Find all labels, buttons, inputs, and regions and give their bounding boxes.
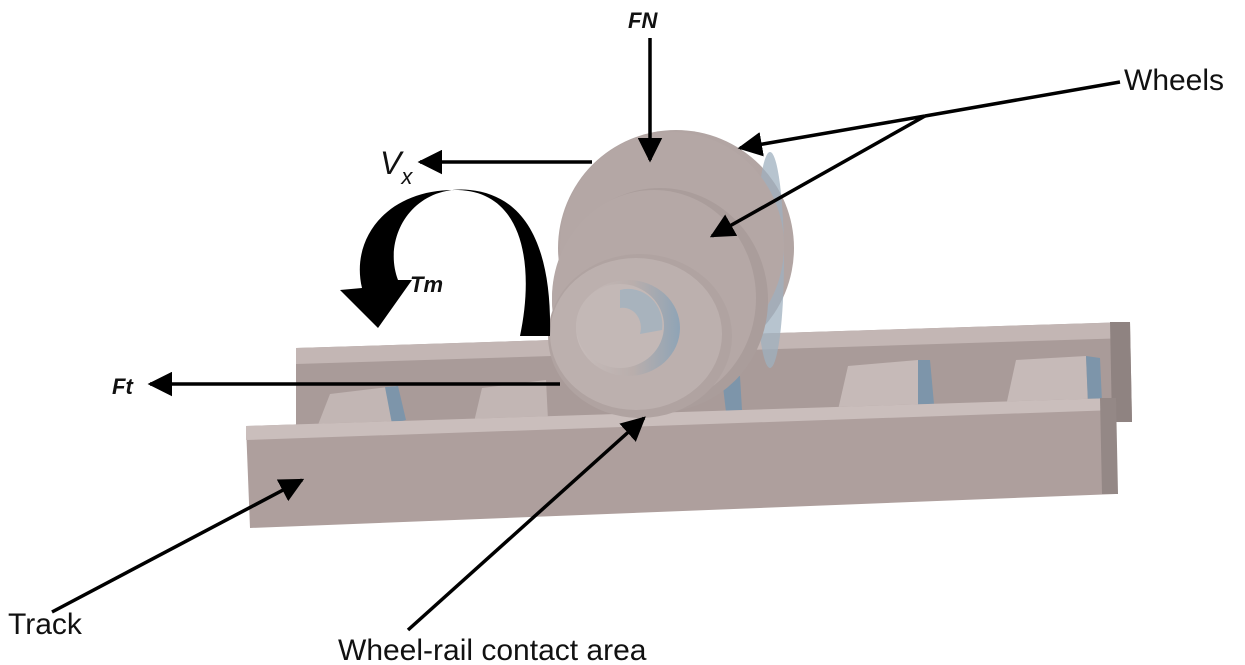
track-sleepers: [316, 356, 1102, 430]
wheels-label: Wheels: [1124, 64, 1224, 97]
velocity-symbol: V: [380, 145, 404, 181]
wheels-leader-rear: [737, 114, 926, 157]
track-leader: [51, 478, 305, 614]
contact-area-leader: [406, 416, 646, 632]
front-rail: [246, 398, 1118, 528]
torque-arrow: [340, 189, 551, 336]
torque-label: Tm: [410, 272, 443, 297]
contact-area-label: Wheel-rail contact area: [338, 634, 647, 665]
wheels-leader-main: [924, 80, 1121, 118]
velocity-subscript: x: [400, 164, 413, 189]
traction-force-label: Ft: [112, 374, 134, 399]
wheels-leader-middle: [709, 114, 926, 238]
velocity-label: Vx: [380, 145, 413, 189]
track-label: Track: [8, 608, 83, 641]
leader-lines: [51, 80, 1121, 632]
force-arrows: [147, 38, 663, 397]
normal-force-label: FN: [628, 8, 658, 33]
wheel-assembly: [548, 130, 794, 418]
